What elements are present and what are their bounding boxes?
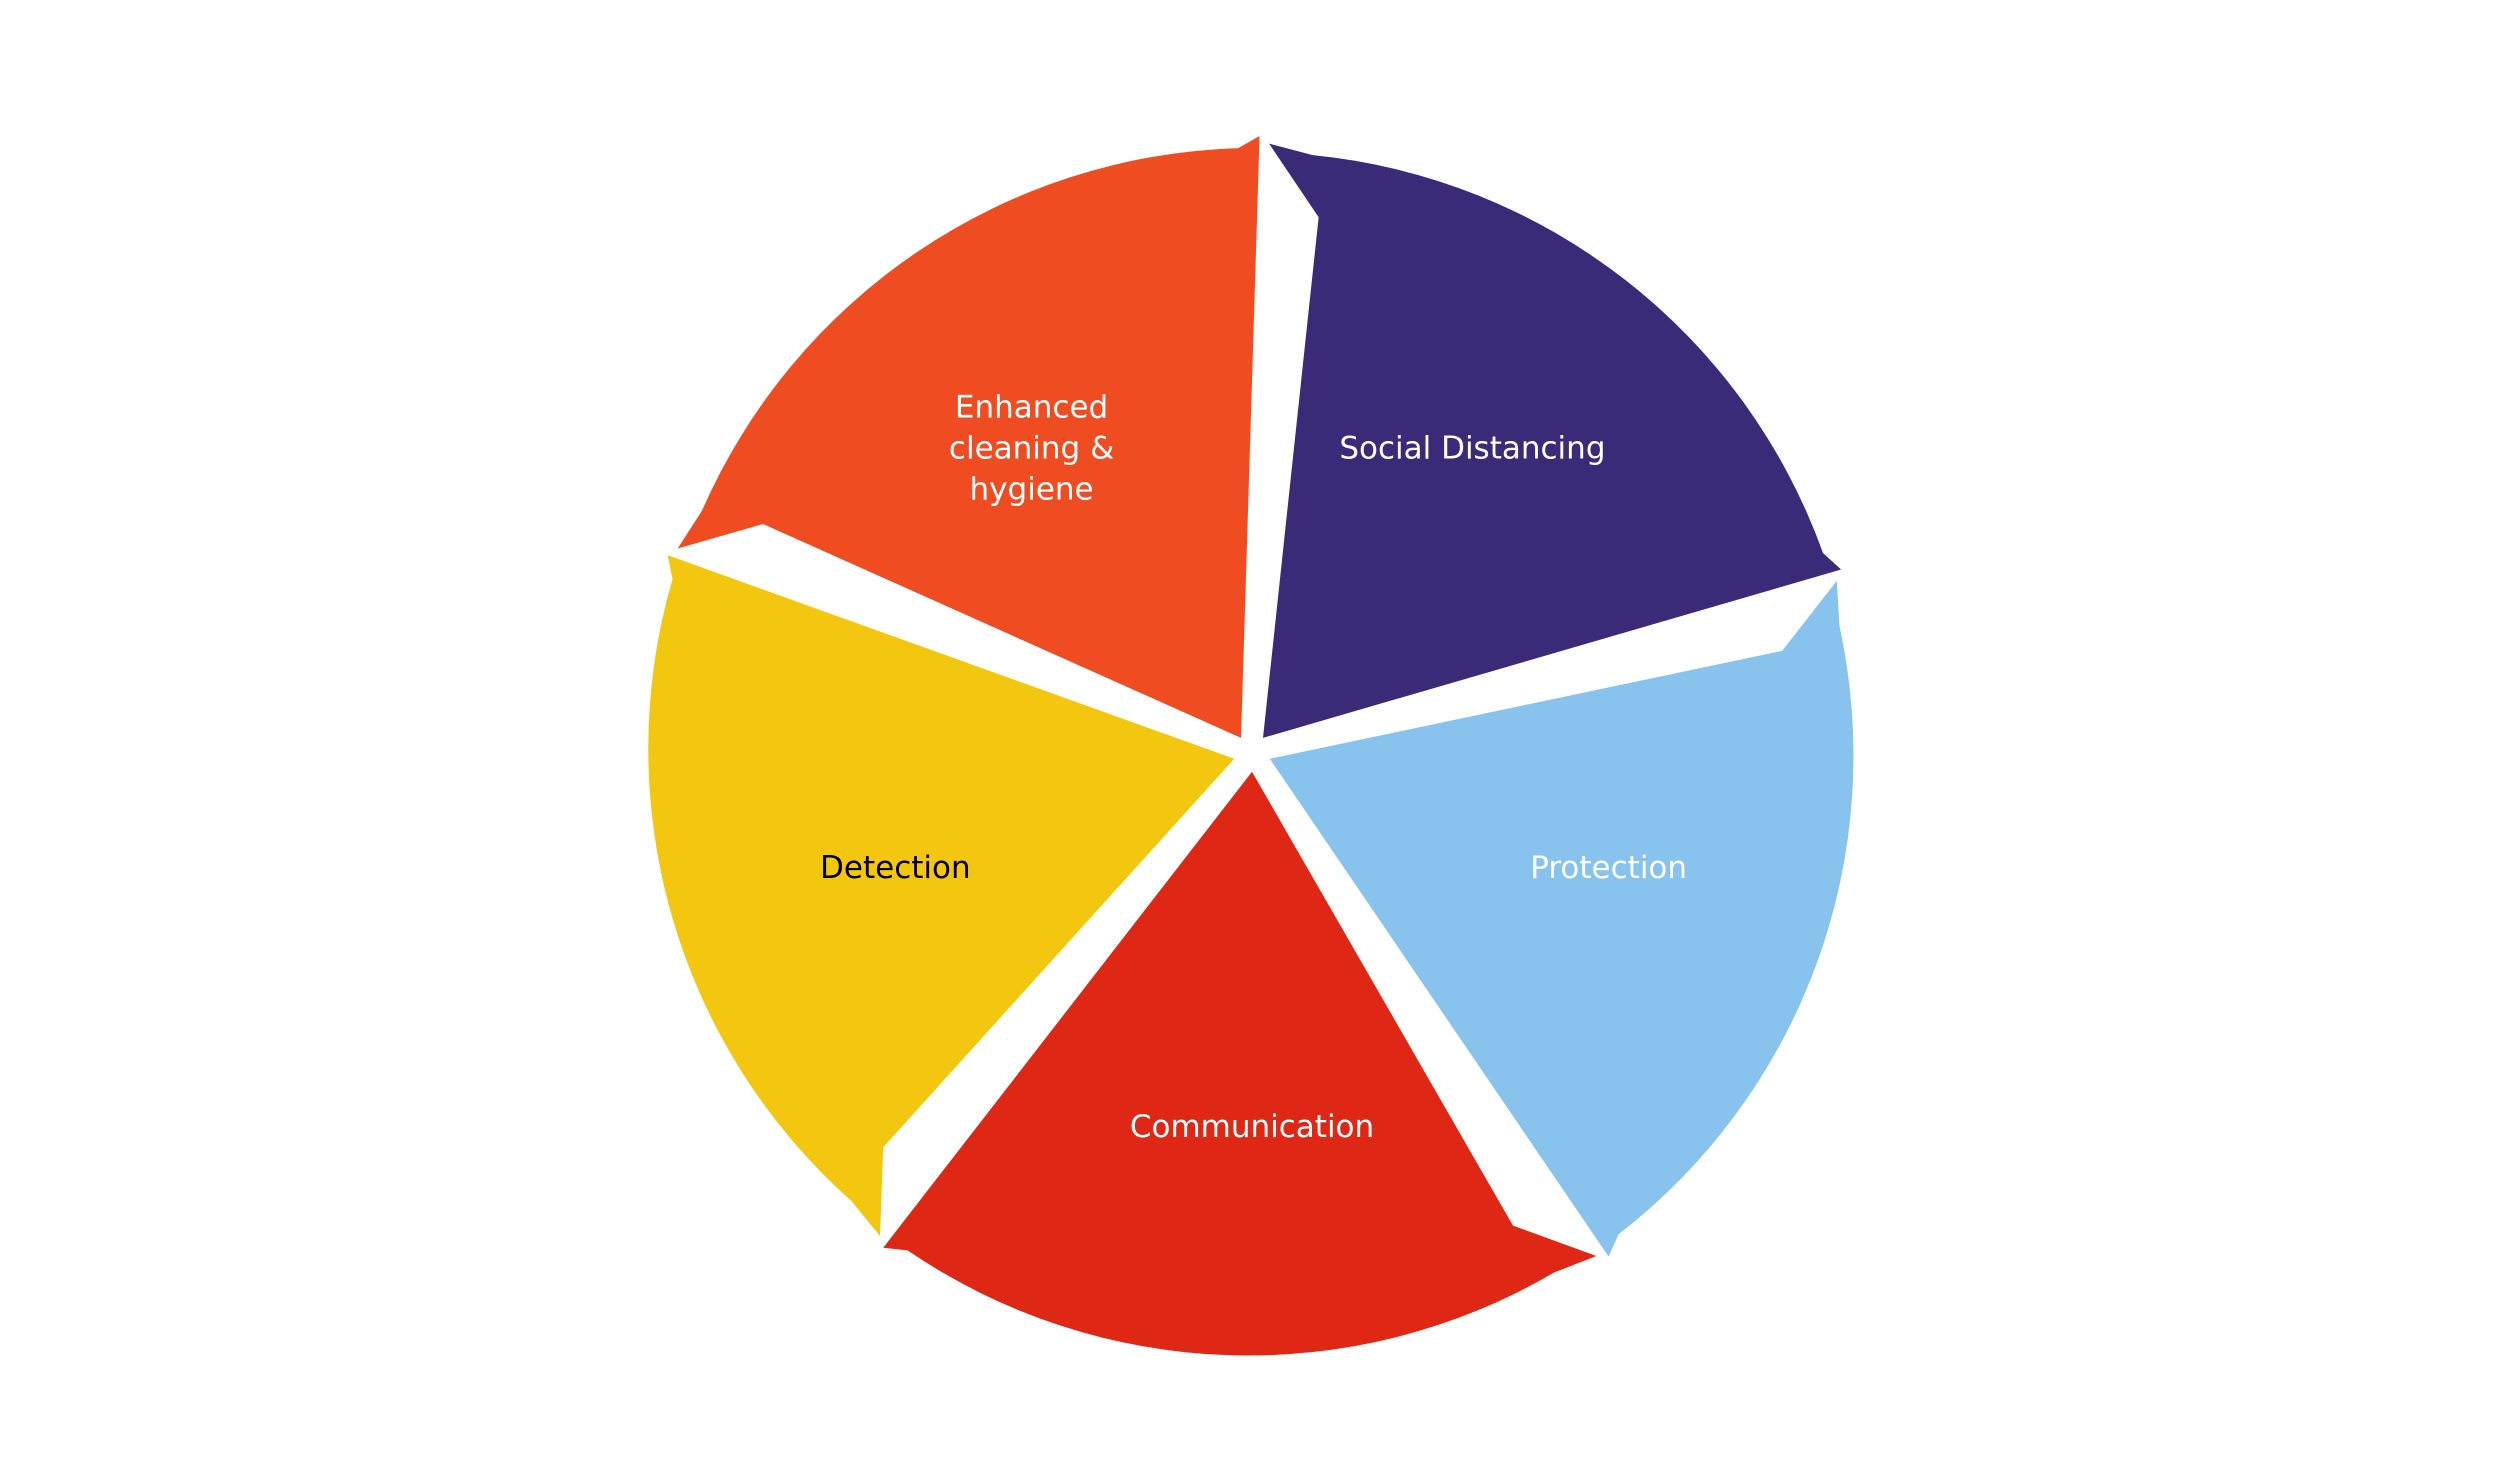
segment-label-line: Detection <box>820 849 971 885</box>
segment-detection <box>648 555 1235 1236</box>
segment-label-line: Communication <box>1130 1109 1374 1145</box>
segments-group: Social DistancingProtectionCommunication… <box>648 136 1854 1356</box>
segment-label-enhanced-cleaning-hygiene: Enhanced cleaning & hygiene <box>949 389 1114 507</box>
segment-protection <box>1269 580 1854 1257</box>
segment-label-line: cleaning & <box>949 430 1114 466</box>
segment-label-line: Protection <box>1530 849 1687 885</box>
segment-label-social-distancing: Social Distancing <box>1339 430 1605 466</box>
segment-label-protection: Protection <box>1530 849 1687 885</box>
segment-communication <box>883 771 1597 1356</box>
segment-label-detection: Detection <box>820 849 971 885</box>
segment-social-distancing <box>1263 143 1842 738</box>
segment-label-line: hygiene <box>970 471 1094 507</box>
segment-label-communication: Communication <box>1130 1109 1374 1145</box>
segment-label-line: Social Distancing <box>1339 430 1605 466</box>
segment-label-line: Enhanced <box>955 389 1108 425</box>
segment-enhanced-cleaning-hygiene <box>677 136 1260 738</box>
